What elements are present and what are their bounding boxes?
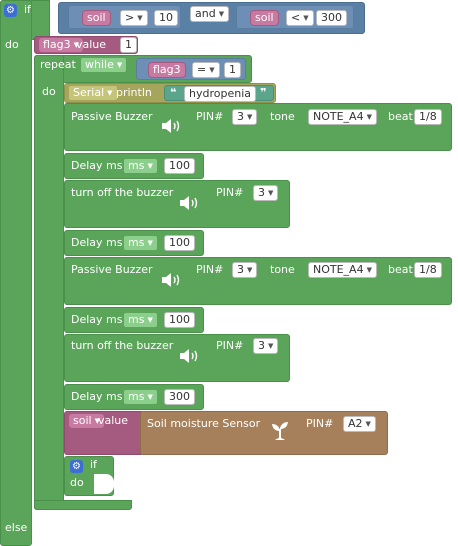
var-soil-right[interactable]: soil (250, 10, 279, 26)
repeat-var-flag3[interactable]: flag3 (148, 62, 186, 78)
delay-unit-dropdown-3[interactable]: ms▼ (123, 312, 158, 328)
serial-dropdown[interactable]: Serial▼ (68, 85, 118, 101)
speaker-icon (162, 119, 180, 133)
var-flag3[interactable]: flag3▼ (38, 37, 85, 53)
else-notch (34, 520, 54, 542)
delay-value-1[interactable]: 100 (164, 158, 195, 174)
value-right[interactable]: 300 (316, 10, 347, 26)
buzzer-tone-dropdown-2[interactable]: NOTE_A4▼ (308, 262, 377, 278)
println-label: println (116, 86, 152, 99)
inner-if-label: if (90, 458, 97, 471)
buzzer-tone-label-1: tone (270, 110, 295, 123)
delay-unit-dropdown-1[interactable]: ms▼ (123, 158, 158, 174)
turn-off-buzzer-block-1[interactable] (64, 180, 290, 228)
turn-off-pin-label-1: PIN# (216, 186, 244, 199)
buzzer-pin-label-2: PIN# (196, 263, 224, 276)
else-label: else (5, 521, 28, 534)
var-soil-assign[interactable]: soil▼ (68, 413, 105, 429)
buzzer-title-2: Passive Buzzer (71, 263, 153, 276)
delay-unit-dropdown-2[interactable]: ms▼ (123, 235, 158, 251)
turn-off-title-1: turn off the buzzer (71, 186, 174, 199)
do-label: do (5, 38, 19, 51)
delay-label-4: Delay ms (71, 390, 123, 403)
delay-value-3[interactable]: 100 (164, 312, 195, 328)
op-left-dropdown[interactable]: >▼ (120, 10, 148, 26)
buzzer-tone-dropdown-1[interactable]: NOTE_A4▼ (308, 109, 377, 125)
close-quote: ❞ (260, 86, 267, 99)
if-label: if (24, 3, 31, 16)
buzzer-beat-label-1: beat (388, 110, 413, 123)
gear-icon[interactable]: ⚙ (4, 4, 17, 17)
var-soil-left[interactable]: soil (82, 10, 111, 26)
if-block-spine (0, 0, 32, 546)
turn-off-buzzer-block-2[interactable] (64, 334, 290, 382)
value-left[interactable]: 10 (154, 10, 178, 26)
delay-label-1: Delay ms (71, 159, 123, 172)
buzzer-beat-label-2: beat (388, 263, 413, 276)
repeat-op-dropdown[interactable]: =▼ (192, 62, 220, 78)
text-value[interactable]: hydropenia (184, 86, 256, 102)
delay-value-4[interactable]: 300 (164, 389, 195, 405)
buzzer-beat-dropdown-1[interactable]: 1/8 (414, 109, 442, 125)
speaker-icon (162, 273, 180, 287)
delay-label-2: Delay ms (71, 236, 123, 249)
turn-off-title-2: turn off the buzzer (71, 339, 174, 352)
delay-label-3: Delay ms (71, 313, 123, 326)
repeat-do-label: do (42, 85, 56, 98)
buzzer-pin-dropdown-2[interactable]: 3▼ (232, 262, 258, 278)
op-right-dropdown[interactable]: <▼ (286, 10, 314, 26)
delay-unit-dropdown-4[interactable]: ms▼ (123, 389, 158, 405)
repeat-value[interactable]: 1 (224, 62, 241, 78)
flag-value[interactable]: 1 (120, 37, 137, 53)
passive-buzzer-block-1[interactable] (64, 103, 452, 151)
sensor-pin-label: PIN# (306, 417, 334, 430)
sensor-pin-dropdown[interactable]: A2▼ (343, 416, 376, 432)
turn-off-pin-dropdown-1[interactable]: 3▼ (253, 185, 279, 201)
repeat-mode-dropdown[interactable]: while▼ (80, 57, 128, 73)
gear-icon[interactable]: ⚙ (70, 460, 83, 473)
repeat-label: repeat (40, 58, 76, 71)
repeat-block-foot (34, 500, 132, 510)
turn-off-pin-label-2: PIN# (216, 339, 244, 352)
speaker-icon (180, 349, 198, 363)
delay-value-2[interactable]: 100 (164, 235, 195, 251)
inner-do-label: do (70, 476, 84, 489)
inner-if-slot (94, 474, 114, 494)
open-quote: ❝ (170, 86, 177, 99)
buzzer-pin-label-1: PIN# (196, 110, 224, 123)
buzzer-beat-dropdown-2[interactable]: 1/8 (414, 262, 442, 278)
buzzer-title-1: Passive Buzzer (71, 110, 153, 123)
flag-value-label: value (76, 38, 107, 51)
plant-icon (272, 422, 288, 440)
repeat-block-spine (34, 55, 64, 510)
turn-off-pin-dropdown-2[interactable]: 3▼ (253, 338, 279, 354)
and-dropdown[interactable]: and▼ (190, 6, 230, 22)
sensor-title: Soil moisture Sensor (147, 417, 261, 430)
buzzer-pin-dropdown-1[interactable]: 3▼ (232, 109, 258, 125)
soil-value-label: value (98, 414, 129, 427)
passive-buzzer-block-2[interactable] (64, 257, 452, 305)
buzzer-tone-label-2: tone (270, 263, 295, 276)
speaker-icon (180, 196, 198, 210)
